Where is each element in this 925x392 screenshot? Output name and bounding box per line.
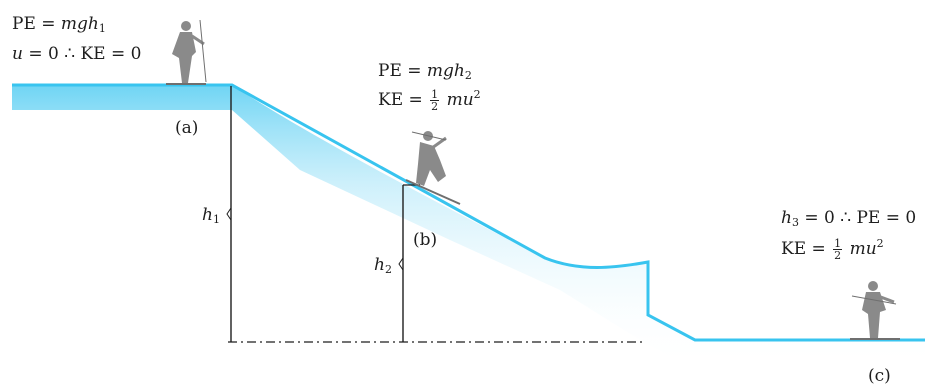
label-c-ke-prefix: KE =: [781, 239, 831, 259]
label-b-frac-den: 2: [430, 101, 439, 112]
h1-sub: 1: [213, 213, 220, 226]
skier-a-figure: [166, 20, 206, 84]
h2-sub: 2: [385, 263, 392, 276]
label-c-mu: mu: [850, 239, 877, 259]
label-c-frac-den: 2: [833, 250, 842, 261]
label-a-pe-var: mgh: [61, 14, 99, 34]
label-a-pe-sub: 1: [99, 22, 106, 35]
label-c-exp: 2: [877, 237, 884, 250]
h2-var: h: [374, 255, 385, 275]
label-c-h-var: h: [781, 208, 792, 228]
label-b-pe-sub: 2: [465, 69, 472, 82]
label-a-ke: u = 0 ∴ KE = 0: [12, 46, 141, 63]
label-a-u-var: u: [12, 44, 23, 64]
label-b-pe-prefix: PE =: [378, 61, 427, 81]
label-b-pe-var: mgh: [427, 61, 465, 81]
label-a-ke-line: = 0 ∴ KE = 0: [23, 44, 141, 64]
skier-c-figure: [850, 281, 900, 339]
label-a-pe-prefix: PE =: [12, 14, 61, 34]
label-b-pe: PE = mgh2: [378, 63, 472, 81]
label-b-ke-prefix: KE =: [378, 90, 428, 110]
label-a-pe: PE = mgh1: [12, 16, 106, 34]
point-a-label: (a): [175, 120, 198, 137]
point-c-label: (c): [868, 368, 891, 385]
label-b-mu: mu: [447, 90, 474, 110]
h1-var: h: [202, 205, 213, 225]
label-c-pe-line: = 0 ∴ PE = 0: [799, 208, 916, 228]
h2-label: h2: [374, 257, 392, 275]
label-c-h-sub: 3: [792, 216, 799, 229]
point-b-label: (b): [413, 232, 437, 249]
label-c-pe: h3 = 0 ∴ PE = 0: [781, 210, 916, 228]
h1-label: h1: [202, 207, 220, 225]
label-b-exp: 2: [474, 88, 481, 101]
